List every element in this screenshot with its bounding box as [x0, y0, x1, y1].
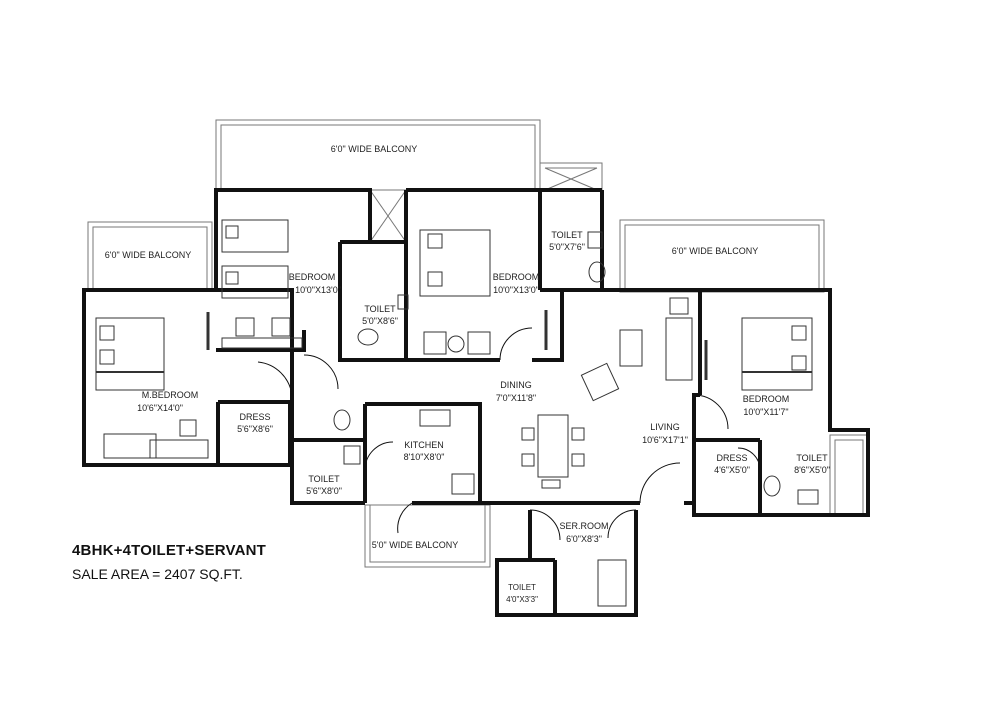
dress-2-name: DRESS [716, 453, 747, 463]
top-balcony [215, 119, 541, 191]
left-balcony-label: 6'0" WIDE BALCONY [105, 250, 191, 260]
toilet-4-name: TOILET [796, 453, 828, 463]
toilet-2-name: TOILET [364, 304, 396, 314]
right-balcony [619, 219, 825, 293]
servant-room-size: 6'0"X8'3" [566, 534, 602, 544]
toilet-4-size: 8'6"X5'0" [794, 465, 830, 475]
toilet-1-size: 5'6"X8'0" [306, 486, 342, 496]
dress-1-size: 5'6"X8'6" [237, 424, 273, 434]
sale-area-text: SALE AREA = 2407 SQ.FT. [72, 566, 243, 582]
servant-toilet-size: 4'0"X3'3" [506, 595, 538, 604]
right-small-balcony [829, 434, 869, 516]
bed-3 [419, 229, 491, 297]
toilet-2-size: 5'0"X8'6" [362, 316, 398, 326]
servant-room-name: SER.ROOM [559, 521, 608, 531]
walls [82, 188, 870, 617]
bedroom-4-name: BEDROOM [743, 394, 790, 404]
living-name: LIVING [650, 422, 680, 432]
bedroom-2-name: BEDROOM [289, 272, 336, 282]
labels: 6'0" WIDE BALCONY 6'0" WIDE BALCONY 6'0"… [105, 144, 830, 604]
toilet-3-size: 5'0"X7'6" [549, 242, 585, 252]
dining-size: 7'0"X11'8" [496, 393, 536, 403]
kitchen-name: KITCHEN [404, 440, 444, 450]
master-bed [95, 317, 165, 391]
furniture [95, 219, 819, 607]
toilet-3-name: TOILET [551, 230, 583, 240]
sofa [103, 433, 157, 459]
living-table [619, 329, 643, 367]
bedroom-3-name: BEDROOM [493, 272, 540, 282]
right-balcony-label: 6'0" WIDE BALCONY [672, 246, 758, 256]
living-size: 10'6"X17'1" [642, 435, 688, 445]
dress-1-name: DRESS [239, 412, 270, 422]
servant-toilet-name: TOILET [508, 583, 536, 592]
twin-bed [221, 219, 289, 253]
master-bedroom-size: 10'6"X14'0" [137, 403, 183, 413]
kitchen-size: 8'10"X8'0" [404, 452, 445, 462]
dining-name: DINING [500, 380, 532, 390]
bottom-balcony [364, 504, 491, 568]
bedroom-4-size: 10'0"X11'7" [743, 407, 788, 417]
top-small-balcony [539, 162, 603, 191]
bottom-balcony-label: 5'0" WIDE BALCONY [372, 540, 458, 550]
bedroom-2-size: 10'0"X13'0" [295, 285, 341, 295]
bedroom-3-size: 10'0"X13'0" [493, 285, 539, 295]
master-bedroom-name: M.BEDROOM [142, 390, 199, 400]
doors [257, 327, 761, 541]
bed-4 [741, 317, 813, 391]
dining-table [537, 414, 569, 478]
dress-2-size: 4'6"X5'0" [714, 465, 750, 475]
top-balcony-label: 6'0" WIDE BALCONY [331, 144, 417, 154]
configuration-title: 4BHK+4TOILET+SERVANT [72, 542, 267, 559]
toilet-1-name: TOILET [308, 474, 340, 484]
